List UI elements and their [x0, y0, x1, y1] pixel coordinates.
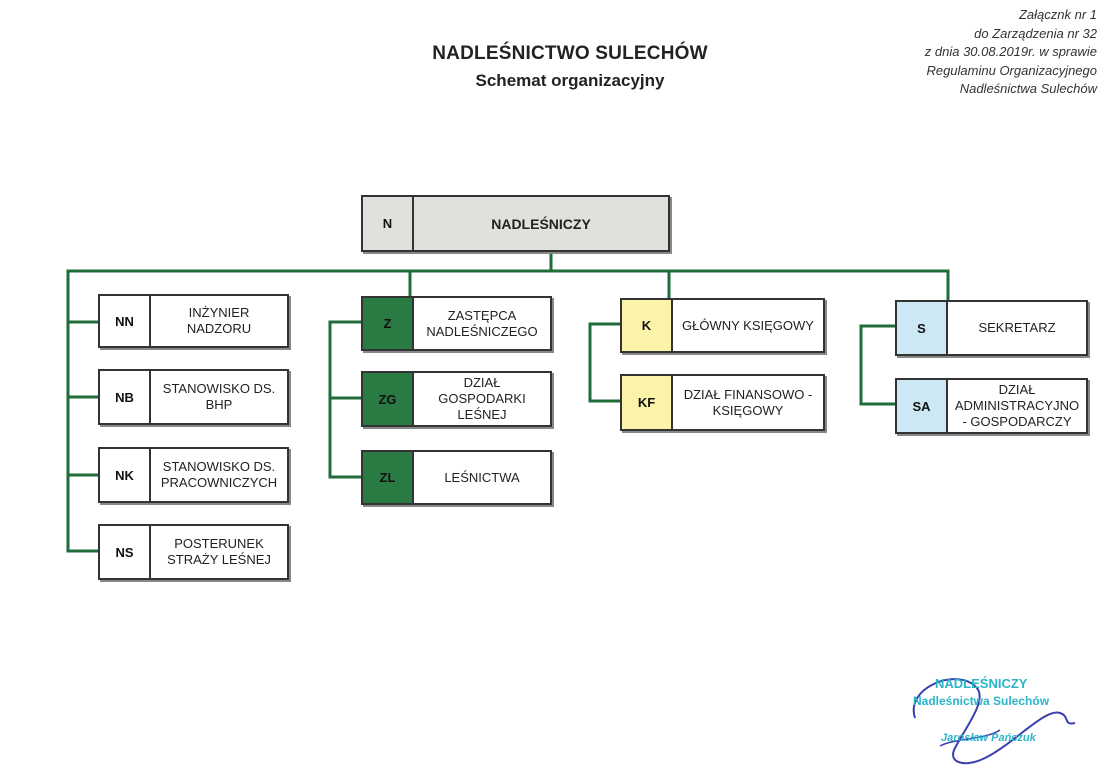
unit-code: SA	[897, 380, 948, 432]
stamp-line: Nadleśnictwa Sulechów	[913, 694, 1050, 708]
annex-line: Nadleśnictwa Sulechów	[959, 81, 1097, 96]
org-box-nb[interactable]: NB STANOWISKO DS. BHP	[98, 369, 289, 425]
unit-code: NS	[100, 526, 151, 578]
unit-code: NN	[100, 296, 151, 346]
annex-note: Załącznk nr 1 do Zarządzenia nr 32 z dni…	[837, 6, 1097, 99]
org-box-kf[interactable]: KF DZIAŁ FINANSOWO - KSIĘGOWY	[620, 374, 825, 431]
org-box-nn[interactable]: NN INŻYNIER NADZORU	[98, 294, 289, 348]
unit-label: DZIAŁ ADMINISTRACYJNO - GOSPODARCZY	[954, 382, 1080, 429]
annex-line: do Zarządzenia nr 32	[974, 25, 1097, 41]
org-box-s[interactable]: S SEKRETARZ	[895, 300, 1088, 356]
org-box-zl[interactable]: ZL LEŚNICTWA	[361, 450, 552, 505]
handwritten-signature	[912, 678, 1076, 765]
unit-label: POSTERUNEK STRAŻY LEŚNEJ	[167, 536, 271, 567]
unit-label: LEŚNICTWA	[444, 469, 520, 485]
org-box-z[interactable]: Z ZASTĘPCA NADLEŚNICZEGO	[361, 296, 552, 351]
unit-label: STANOWISKO DS. PRACOWNICZYCH	[160, 459, 278, 490]
annex-line: z dnia 30.08.2019r. w sprawie	[924, 44, 1097, 59]
signature-stamp: NADLEŚNICZY Nadleśnictwa Sulechów Jarosł…	[895, 668, 1095, 778]
unit-code: Z	[363, 298, 414, 349]
unit-code: NB	[100, 371, 151, 423]
unit-label: DZIAŁ FINANSOWO - KSIĘGOWY	[683, 386, 813, 418]
annex-line: Regulaminu Organizacyjnego	[926, 62, 1097, 78]
unit-code: NK	[100, 449, 151, 501]
unit-code: S	[897, 302, 948, 354]
org-box-zg[interactable]: ZG DZIAŁ GOSPODARKI LEŚNEJ	[361, 371, 552, 427]
unit-label: GŁÓWNY KSIĘGOWY	[682, 317, 814, 333]
unit-label: STANOWISKO DS. BHP	[162, 381, 276, 412]
page-subtitle: Schemat organizacyjny	[475, 71, 665, 90]
unit-label: INŻYNIER NADZORU	[186, 305, 252, 336]
unit-code: K	[622, 300, 673, 351]
page-title: NADLEŚNICTWO SULECHÓW	[432, 43, 708, 64]
org-box-nk[interactable]: NK STANOWISKO DS. PRACOWNICZYCH	[98, 447, 289, 503]
annex-line: Załącznk nr 1	[1018, 7, 1097, 22]
unit-code: ZG	[363, 373, 414, 425]
org-box-k[interactable]: K GŁÓWNY KSIĘGOWY	[620, 298, 825, 353]
org-box-sa[interactable]: SA DZIAŁ ADMINISTRACYJNO - GOSPODARCZY	[895, 378, 1088, 434]
unit-code: ZL	[363, 452, 414, 503]
unit-label: NADLEŚNICZY	[414, 197, 668, 250]
unit-code: N	[363, 197, 414, 250]
unit-label: ZASTĘPCA NADLEŚNICZEGO	[426, 307, 538, 339]
unit-code: KF	[622, 376, 673, 429]
stamp-name: Jarosław Pańczuk	[941, 732, 1036, 744]
org-box-ns[interactable]: NS POSTERUNEK STRAŻY LEŚNEJ	[98, 524, 289, 580]
unit-label: SEKRETARZ	[978, 320, 1056, 335]
unit-label: DZIAŁ GOSPODARKI LEŚNEJ	[438, 375, 526, 422]
org-box-main[interactable]: N NADLEŚNICZY	[361, 195, 670, 252]
stamp-line: NADLEŚNICZY	[935, 676, 1028, 691]
